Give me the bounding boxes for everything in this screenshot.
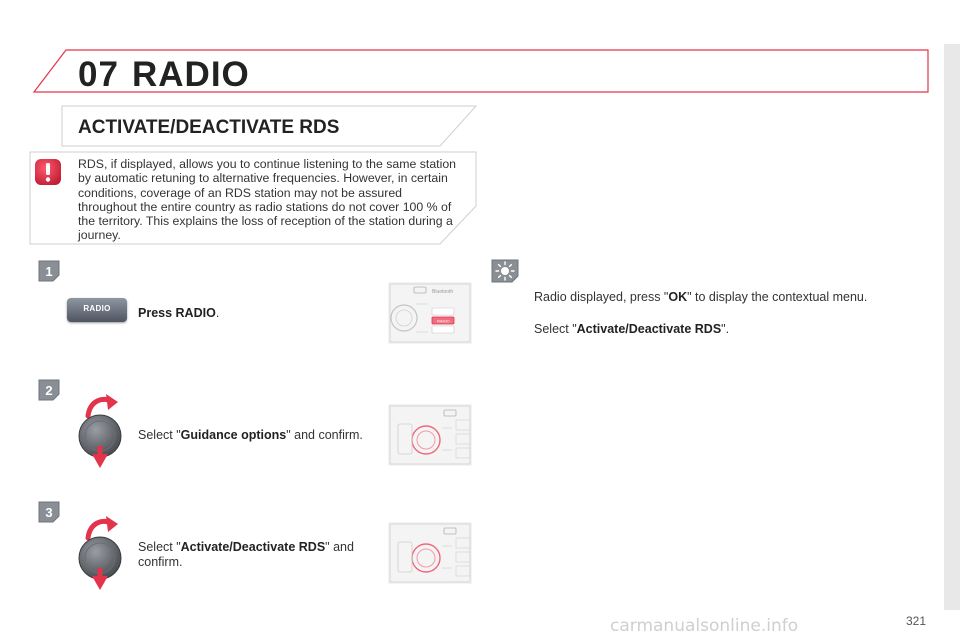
chapter-number: 07 [78,55,119,94]
watermark: carmanualsonline.info [610,616,799,636]
svg-text:1: 1 [45,264,52,279]
warning-text: RDS, if displayed, allows you to continu… [78,157,456,243]
svg-text:2: 2 [45,383,52,398]
step-2-bold: Guidance options [180,428,287,442]
radio-button[interactable]: RADIO [67,298,127,322]
chapter-title: RADIO [132,55,250,94]
step-3-bold: Activate/Deactivate RDS [180,540,326,554]
page-edge-bar [944,44,960,610]
svg-text:Bluetooth: Bluetooth [432,289,453,295]
exclamation-icon [35,159,61,185]
tip-line-1: Radio displayed, press "OK" to display t… [534,290,868,304]
step-2-text: Select "Guidance options" and confirm. [138,428,363,442]
step-2-badge: 2 [38,379,60,401]
rotary-knob-icon [78,516,122,590]
svg-text:3: 3 [45,505,52,520]
step-1-badge: 1 [38,260,60,282]
tip-rds-bold: Activate/Deactivate RDS [576,322,722,336]
knob-console-illustration [388,404,472,466]
lightbulb-icon [491,259,519,283]
rotary-knob-icon [78,394,122,468]
page-number: 321 [906,614,927,628]
knob-console-illustration [388,522,472,584]
radio-button-label: RADIO [83,304,111,313]
tip-line-2: Select "Activate/Deactivate RDS". [534,322,730,336]
radio-console-illustration: Bluetooth RADIO [388,282,472,344]
step-1-bold: Press RADIO [138,306,216,320]
step-3-text: Select "Activate/Deactivate RDS" and con… [138,540,354,569]
section-title: ACTIVATE/DEACTIVATE RDS [78,117,340,138]
svg-text:RADIO: RADIO [437,319,450,324]
step-3-badge: 3 [38,501,60,523]
tip-ok-bold: OK [668,290,688,304]
step-1-text: Press RADIO. [138,306,220,320]
